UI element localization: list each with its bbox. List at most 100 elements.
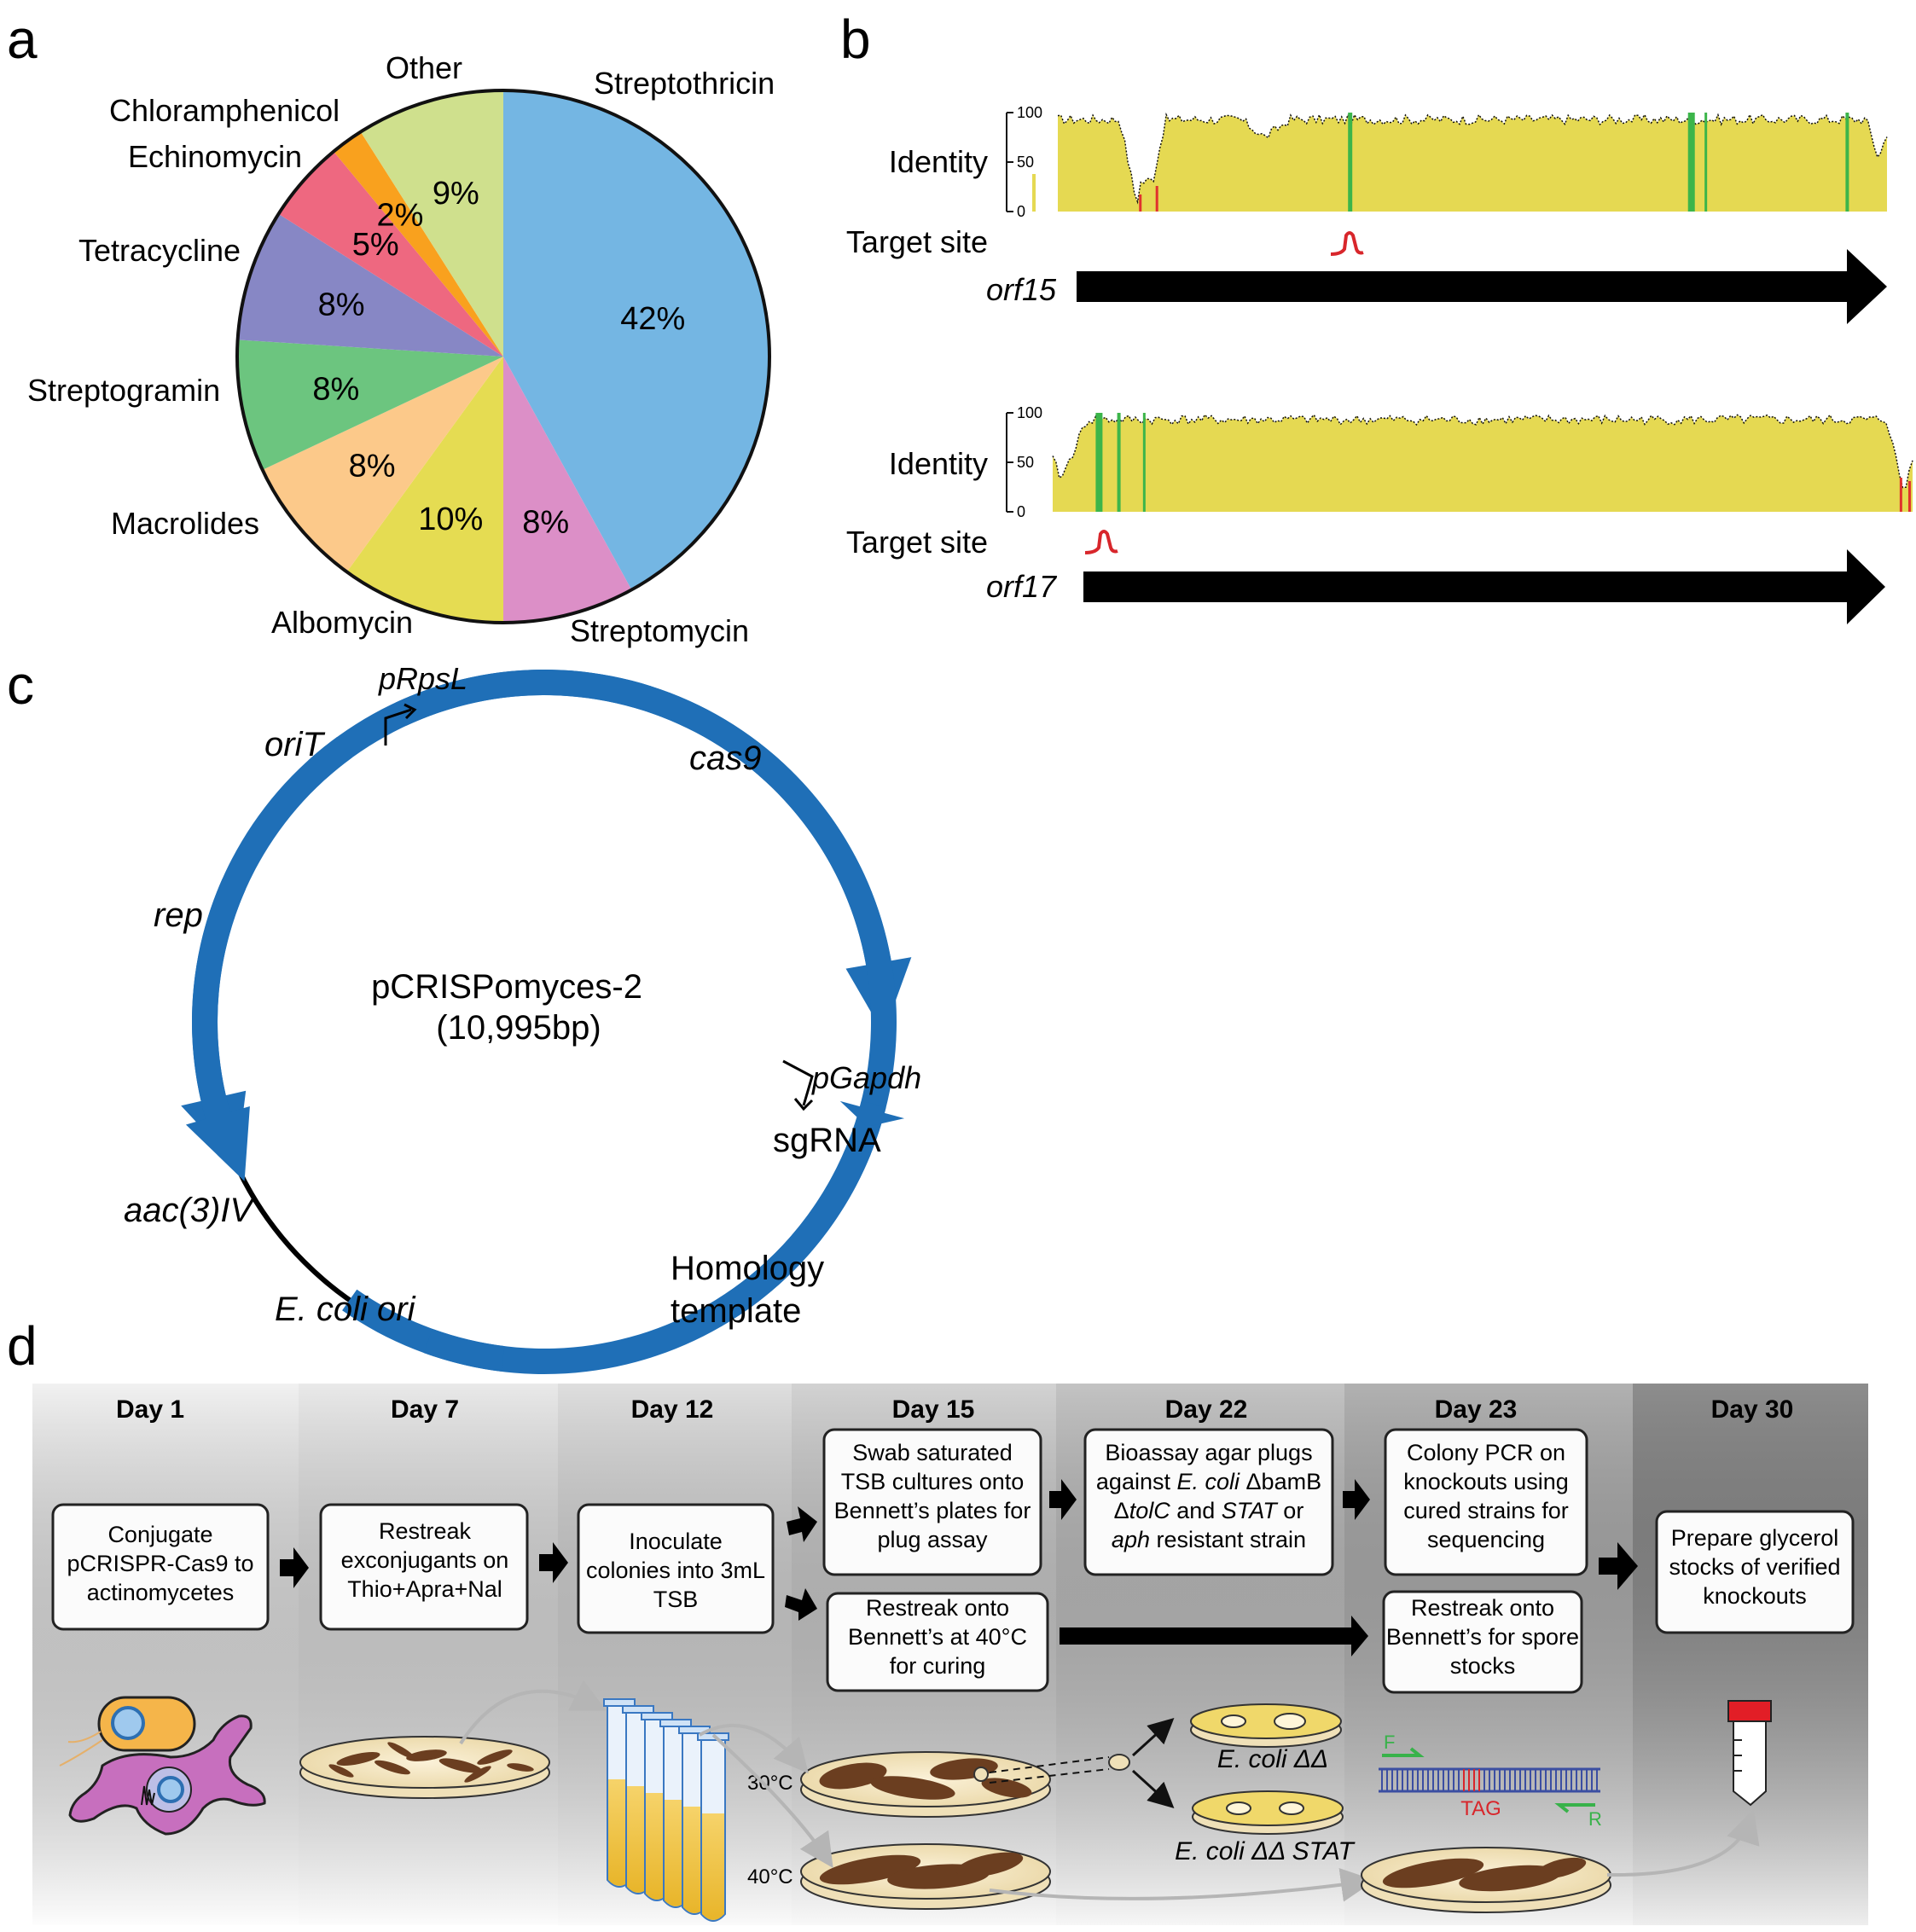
identity-highlight-green bbox=[1845, 113, 1849, 212]
gene-arrow-orf17 bbox=[1083, 549, 1885, 624]
pie-slice-macrolides bbox=[262, 357, 503, 572]
pie-category-label-other: Other bbox=[386, 50, 462, 85]
label-pGapdh: pGapdh bbox=[811, 1060, 921, 1095]
target-site-label-orf15: Target site bbox=[846, 224, 988, 259]
pie-value-label-chloramphenicol: 2% bbox=[377, 197, 424, 233]
day-7-header: Day 7 bbox=[391, 1395, 459, 1424]
identity-tick-50: 50 bbox=[1017, 154, 1034, 171]
workflow-illustrations: 30°C 40°C bbox=[59, 1680, 1772, 1922]
step3-line3: TSB bbox=[653, 1587, 699, 1612]
day-1-header: Day 1 bbox=[116, 1395, 184, 1424]
ecoli-cell-icon bbox=[59, 1696, 196, 1767]
plate-40c-icon bbox=[699, 1723, 1375, 1910]
target-site-marker-orf17 bbox=[1084, 530, 1118, 554]
pie-value-label-other: 9% bbox=[433, 176, 479, 212]
day-12-header: Day 12 bbox=[631, 1395, 714, 1424]
pcr-forward-label: F bbox=[1384, 1732, 1395, 1753]
pie-category-label-echinomycin: Echinomycin bbox=[128, 139, 302, 174]
step8-line2: Bennett’s for spore bbox=[1386, 1624, 1579, 1650]
target-site-marker-orf15 bbox=[1330, 231, 1364, 256]
plasmid-name: pCRISPomyces-2 bbox=[371, 968, 642, 1006]
identity-tick-0: 0 bbox=[1017, 503, 1025, 520]
step3-line2: colonies into 3mL bbox=[586, 1558, 765, 1583]
step1-line3: actinomycetes bbox=[87, 1580, 235, 1605]
spore-stock-plate-icon bbox=[1361, 1808, 1760, 1913]
identity-tick-100: 100 bbox=[1017, 104, 1042, 121]
identity-area bbox=[1053, 415, 1913, 512]
step9-line1: Prepare glycerol bbox=[1671, 1525, 1839, 1551]
step2-line3: Thio+Apra+Nal bbox=[347, 1576, 502, 1602]
identity-highlight-red bbox=[1899, 478, 1902, 512]
plasmid-feature-ecoli-ori bbox=[423, 1328, 505, 1372]
plasmid-features bbox=[181, 670, 912, 1375]
pie-slice-tetracycline bbox=[237, 213, 503, 357]
pie-slice-albomycin bbox=[346, 357, 503, 623]
step4-line2: TSB cultures onto bbox=[841, 1469, 1025, 1494]
identity-highlight-red bbox=[1907, 481, 1911, 512]
pie-value-label-macrolides: 8% bbox=[349, 448, 396, 484]
pie-slice-other bbox=[360, 90, 503, 357]
tsb-culture-tubes-icon bbox=[603, 1698, 729, 1922]
step6-line2: against E. coli ΔbamB bbox=[1096, 1469, 1321, 1494]
label-rep: rep bbox=[154, 896, 203, 934]
gene-label-orf15: orf15 bbox=[986, 272, 1057, 307]
step2-line1: Restreak bbox=[379, 1518, 472, 1544]
step7-line4: sequencing bbox=[1427, 1527, 1545, 1552]
plasmid-feature-homology-template bbox=[707, 1144, 871, 1327]
panel-letter-c: c bbox=[7, 654, 34, 716]
pie-slice-streptothricin bbox=[503, 90, 769, 590]
pie-category-label-macrolides: Macrolides bbox=[111, 506, 259, 541]
step4-line1: Swab saturated bbox=[852, 1440, 1013, 1465]
step6-line3: ΔtolC and STAT or bbox=[1114, 1498, 1304, 1523]
pie-value-label-echinomycin: 5% bbox=[352, 227, 399, 263]
day-22-header: Day 22 bbox=[1165, 1395, 1248, 1424]
step7-line1: Colony PCR on bbox=[1407, 1440, 1565, 1465]
step-texts: Conjugate pCRISPR-Cas9 to actinomycetes … bbox=[67, 1440, 1840, 1679]
pie-outline bbox=[235, 89, 771, 624]
pie-category-label-albomycin: Albomycin bbox=[271, 605, 413, 640]
identity-highlight-green bbox=[1095, 413, 1103, 512]
identity-tick-100: 100 bbox=[1017, 404, 1042, 421]
gene-label-orf17: orf17 bbox=[986, 569, 1058, 604]
step-boxes bbox=[51, 1428, 1855, 1694]
step3-line1: Inoculate bbox=[629, 1529, 723, 1554]
pie-slice-streptogramin bbox=[236, 339, 503, 470]
ecoli-dd-label: E. coli ΔΔ bbox=[1217, 1745, 1328, 1773]
pie-value-label-streptothricin: 42% bbox=[620, 301, 685, 337]
plasmid-feature-sgRNA bbox=[839, 1100, 905, 1127]
day-30-header: Day 30 bbox=[1711, 1395, 1794, 1424]
bioassay-plate-ecoli-stat-icon bbox=[1192, 1790, 1344, 1835]
exconjugant-plate-icon bbox=[299, 1680, 607, 1799]
step1-line2: pCRISPR-Cas9 to bbox=[67, 1551, 253, 1576]
label-homology-2: template bbox=[671, 1292, 801, 1330]
pGapdh-promoter-icon bbox=[782, 1059, 814, 1106]
step7-line2: knockouts using bbox=[1403, 1469, 1569, 1494]
label-sgRNA: sgRNA bbox=[773, 1122, 881, 1159]
step6-line4: aph resistant strain bbox=[1112, 1527, 1306, 1552]
identity-highlight-green bbox=[1142, 413, 1146, 512]
identity-highlight-green bbox=[1348, 113, 1353, 212]
step1-line1: Conjugate bbox=[107, 1522, 212, 1547]
pcr-reverse-label: R bbox=[1588, 1808, 1602, 1830]
pie-slice-streptomycin bbox=[503, 357, 632, 623]
pie-category-label-streptomycin: Streptomycin bbox=[570, 613, 749, 648]
identity-label-orf15: Identity bbox=[889, 144, 988, 179]
gene-arrow-orf15 bbox=[1077, 249, 1887, 324]
pie-slice-chloramphenicol bbox=[334, 131, 503, 357]
temp-40-label: 40°C bbox=[747, 1865, 793, 1888]
identity-highlight-green bbox=[1687, 113, 1695, 212]
label-oriT: oriT bbox=[264, 726, 325, 763]
panel-letter-b: b bbox=[840, 9, 871, 70]
pie-category-label-streptothricin: Streptothricin bbox=[594, 66, 775, 101]
pRpsL-promoter-icon bbox=[384, 708, 412, 746]
pie-slice-echinomycin bbox=[278, 151, 503, 357]
identity-profile-line bbox=[1052, 414, 1913, 489]
identity-highlight-red bbox=[1155, 186, 1158, 212]
flow-arrows bbox=[280, 1479, 1638, 1656]
pie-value-label-streptomycin: 8% bbox=[522, 504, 569, 540]
panel-letter-a: a bbox=[7, 9, 38, 70]
step2-line2: exconjugants on bbox=[341, 1547, 509, 1573]
pie-value-label-streptogramin: 8% bbox=[312, 371, 359, 407]
